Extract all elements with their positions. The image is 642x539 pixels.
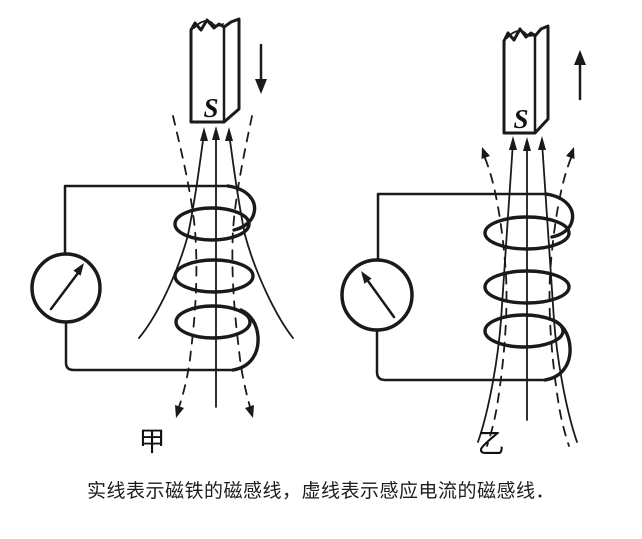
induced-arrowhead-icon: [566, 147, 575, 159]
induced-field-line: [548, 157, 572, 447]
coil-loop: [173, 206, 251, 242]
galvanometer-dial: [340, 258, 414, 332]
field-line: [541, 141, 578, 443]
magnet-field-lines-solid: [138, 126, 294, 408]
coil: [173, 184, 260, 372]
motion-arrowhead: [255, 79, 267, 94]
coil-loop: [483, 313, 565, 349]
bar-magnet: S: [189, 17, 241, 124]
induced-field-lines-dashed: [481, 147, 575, 447]
galvanometer-needle: [366, 279, 396, 319]
magnet-break-top: [193, 20, 224, 29]
induced-field-lines-dashed: [172, 115, 254, 418]
field-arrowhead-icon: [200, 127, 208, 141]
coil-loop: [231, 308, 260, 372]
coil-loop: [543, 318, 572, 382]
galvanometer-needle: [49, 271, 80, 311]
magnet-motion-arrow-up-icon: [574, 50, 586, 101]
diagram-label-yi: 乙: [478, 429, 505, 459]
field-arrowhead-icon: [225, 127, 233, 141]
galvanometer: [340, 258, 414, 332]
magnet-pole-label: S: [203, 93, 218, 123]
field-arrowhead-icon: [509, 136, 517, 150]
diagram-jia: S 甲: [30, 17, 294, 457]
diagram-yi: S 乙: [340, 24, 586, 459]
induced-arrowhead-icon: [481, 147, 490, 159]
field-line: [228, 132, 294, 339]
induced-arrowhead-icon: [245, 405, 254, 418]
figure-caption: 实线表示磁铁的磁感线，虚线表示感应电流的磁感线．: [86, 481, 555, 502]
circuit-wire-bottom-left: [375, 328, 547, 382]
needle-arrowhead-icon: [361, 271, 372, 284]
magnet-motion-arrow-down-icon: [255, 43, 267, 94]
magnet-break-top: [506, 30, 535, 39]
circuit-wire-bottom-left: [64, 320, 235, 372]
coil-loop: [174, 304, 252, 340]
induced-field-line: [484, 157, 508, 447]
induced-field-line: [231, 115, 253, 408]
needle-arrowhead-icon: [73, 263, 84, 276]
magnet-body: [189, 17, 241, 124]
motion-arrowhead: [574, 50, 586, 65]
circuit-wire-top-left: [63, 184, 230, 256]
coil-loop: [483, 269, 571, 305]
field-arrowhead-icon: [212, 126, 220, 140]
coil-loop: [226, 184, 257, 232]
induced-field-line: [172, 115, 198, 408]
galvanometer-dial: [30, 252, 102, 324]
coil-loop: [483, 215, 571, 251]
field-arrowhead-icon: [538, 136, 546, 150]
coil-loop: [544, 192, 575, 239]
induction-diagrams-svg: S 甲: [30, 17, 586, 459]
bar-magnet: S: [502, 24, 550, 135]
coil-loop: [173, 258, 255, 294]
field-line: [477, 141, 514, 443]
diagram-label-jia: 甲: [139, 427, 166, 457]
field-arrowhead-icon: [523, 137, 531, 151]
magnet-pole-label: S: [513, 104, 528, 134]
coil: [483, 192, 575, 382]
magnet-body: [502, 24, 550, 135]
circuit-wire-top-left: [376, 192, 548, 262]
induced-arrowhead-icon: [175, 405, 184, 418]
galvanometer: [30, 252, 102, 324]
